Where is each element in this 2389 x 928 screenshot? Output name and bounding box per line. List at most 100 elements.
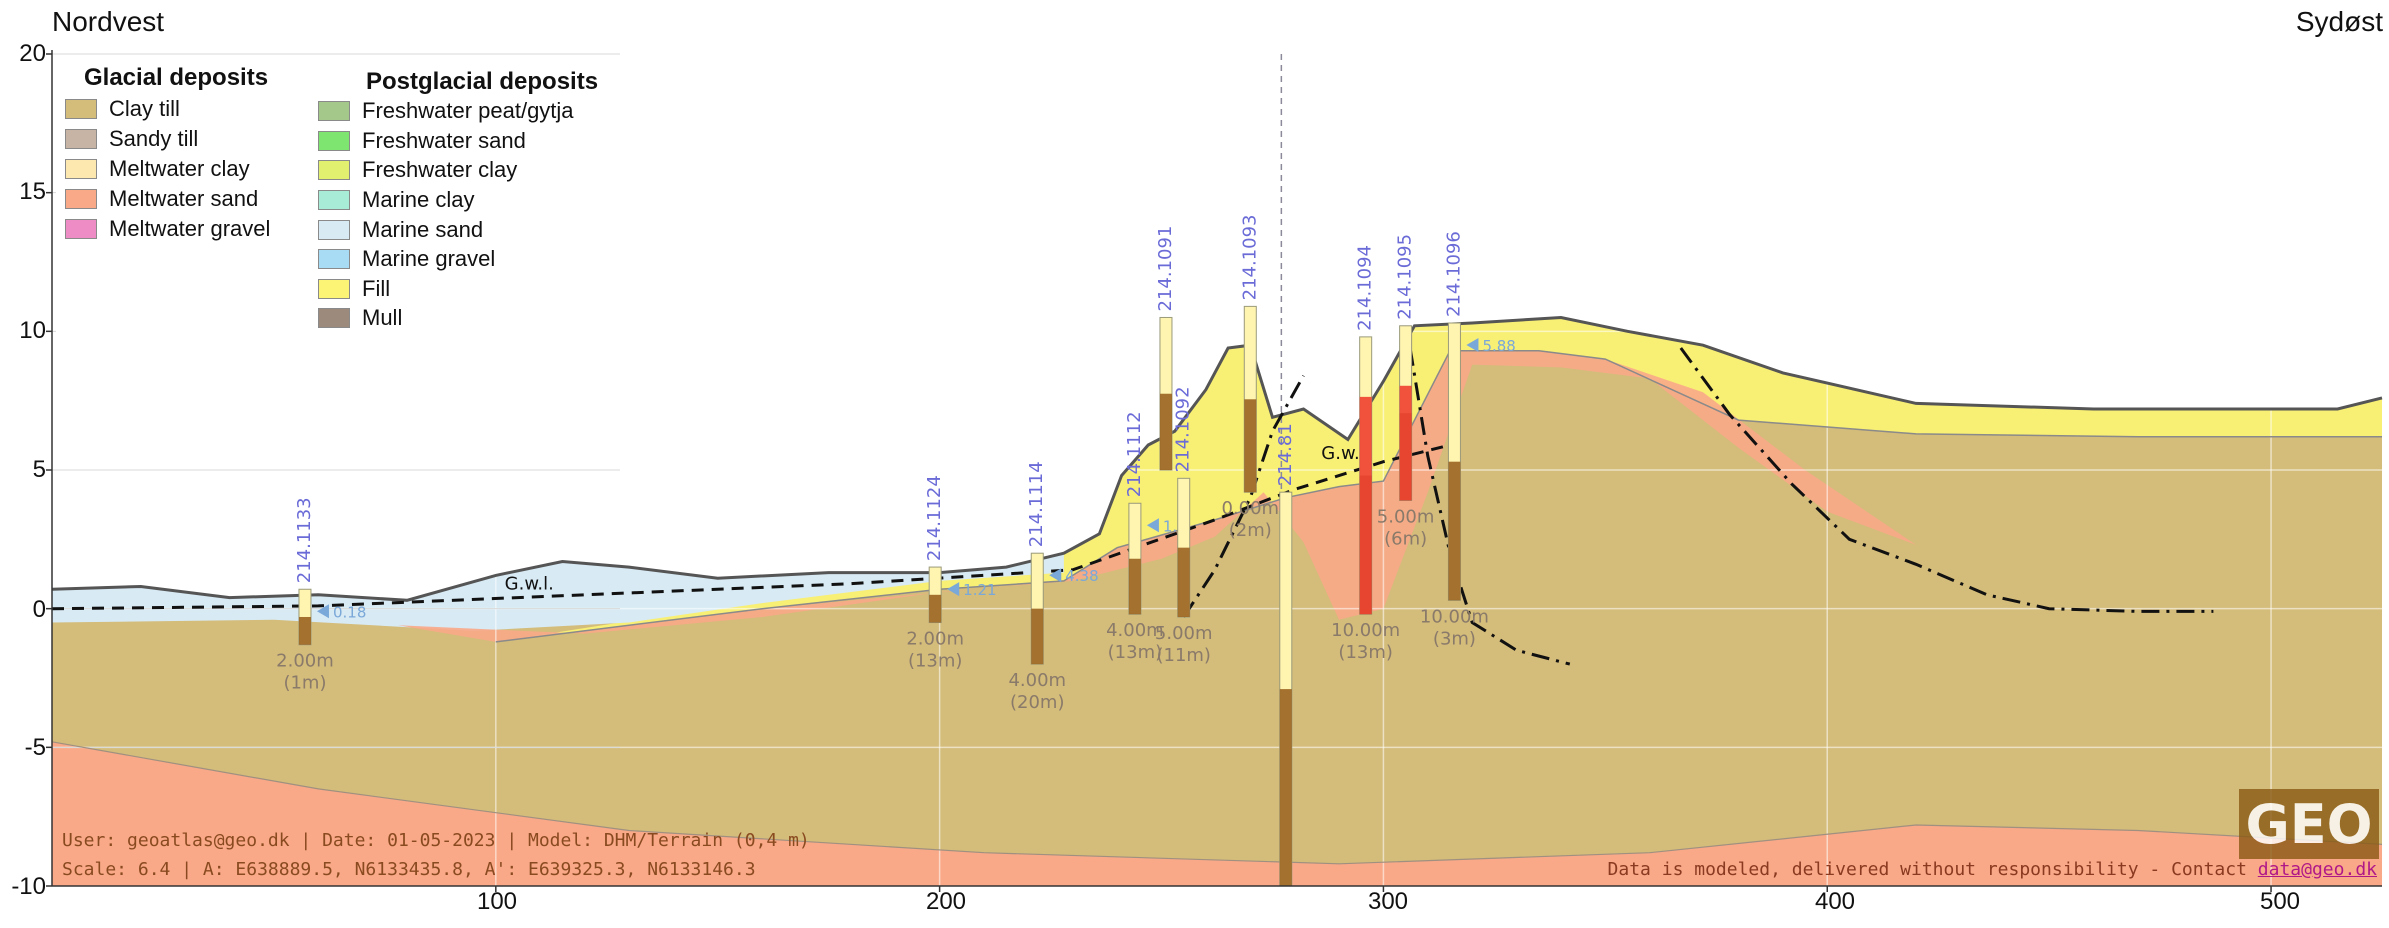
legend-swatch	[318, 220, 350, 240]
legend-label: Marine gravel	[362, 246, 496, 271]
footer-user-info: User: geoatlas@geo.dk | Date: 01-05-2023…	[62, 830, 810, 851]
legend-label: Meltwater gravel	[109, 216, 271, 241]
borehole-id: 214.1095	[1395, 234, 1416, 320]
legend-swatch	[318, 308, 350, 328]
y-tick-label: -10	[11, 873, 46, 900]
y-tick-label: 15	[19, 178, 46, 205]
legend-swatch	[65, 159, 97, 179]
legend-swatch	[318, 279, 350, 299]
borehole-red-segment	[1399, 385, 1412, 501]
borehole-depth: 4.00m	[1106, 620, 1164, 641]
borehole-id: 214.1096	[1443, 231, 1464, 317]
dashdot-boundary	[1408, 347, 1571, 666]
borehole-distance: (6m)	[1384, 529, 1427, 550]
geo-logo: GEO	[2239, 789, 2379, 859]
y-tick-label: 0	[32, 596, 46, 623]
borehole-depth: 2.00m	[906, 629, 964, 650]
water-level-marker	[1049, 568, 1062, 583]
legend-label: Mull	[362, 305, 403, 330]
borehole-lower-segment	[1177, 547, 1190, 617]
terrain-line	[51, 315, 2383, 602]
borehole-id: 214.1133	[294, 497, 315, 583]
legend-swatch	[318, 131, 350, 151]
x-tick-label: 200	[925, 888, 967, 915]
credit-text: Data is modeled, delivered without respo…	[1607, 859, 2247, 880]
x-tick-label: 500	[2259, 888, 2301, 915]
borehole-depth: 0.00m	[1221, 498, 1279, 519]
borehole-id: 214.1124	[924, 475, 945, 561]
borehole-id: 214.1114	[1026, 461, 1047, 547]
y-tick-label: -5	[24, 734, 46, 761]
borehole-depth: 5.00m	[1155, 623, 1213, 644]
legend-item: Marine clay	[318, 187, 474, 213]
legend-item: Marine sand	[318, 217, 483, 243]
dashdot-boundary	[1679, 347, 2214, 613]
legend-item: Mull	[318, 305, 402, 331]
x-tick-label: 100	[476, 888, 518, 915]
legend-item: Sandy till	[65, 126, 198, 152]
borehole-lower-segment	[1159, 393, 1172, 470]
layer-boundary	[51, 741, 2383, 865]
borehole-red-segment	[1359, 396, 1372, 615]
borehole-distance: (2m)	[1229, 520, 1272, 541]
groundwater-line	[51, 443, 1451, 611]
water-level-marker	[1466, 338, 1479, 353]
water-level-value: 4.38	[1065, 567, 1098, 585]
legend-swatch	[65, 129, 97, 149]
gwl-label: G.w.l.	[1321, 443, 1370, 464]
legend-item: Marine gravel	[318, 246, 495, 272]
borehole-lower-segment	[1244, 399, 1257, 493]
water-level-value: 5.88	[1482, 337, 1515, 355]
legend-glacial-title: Glacial deposits	[84, 64, 269, 91]
legend-label: Marine clay	[362, 187, 475, 212]
borehole-id: 214.1092	[1173, 386, 1194, 472]
y-tick-label: 10	[19, 317, 46, 344]
borehole-id: 214.1091	[1155, 226, 1176, 312]
legend-swatch	[65, 99, 97, 119]
borehole-depth: 5.00m	[1377, 507, 1435, 528]
borehole-distance: (11m)	[1156, 645, 1210, 666]
legend-item: Meltwater gravel	[65, 216, 270, 242]
x-tick-label: 400	[1814, 888, 1856, 915]
legend-swatch	[65, 219, 97, 239]
water-level-marker	[947, 582, 960, 597]
borehole-depth: 2.00m	[276, 651, 334, 672]
meltwater-sand-lower	[52, 741, 2382, 886]
legend-label: Freshwater clay	[362, 157, 518, 182]
legend-label: Sandy till	[109, 126, 199, 151]
borehole-id: 214.81	[1275, 423, 1296, 486]
contact-email-link[interactable]: data@geo.dk	[2257, 859, 2377, 880]
legend-swatch	[318, 190, 350, 210]
legend-label: Clay till	[109, 96, 180, 121]
legend: Glacial deposits Clay till Sandy till Me…	[56, 58, 622, 341]
borehole-lower-segment	[1128, 558, 1141, 615]
legend-swatch	[318, 101, 350, 121]
dashdot-boundary	[1182, 374, 1305, 618]
clay-till-body	[52, 317, 2382, 886]
borehole-lower-segment	[1448, 461, 1461, 601]
footer-scale-info: Scale: 6.4 | A: E638889.5, N6133435.8, A…	[62, 859, 756, 880]
direction-right: Sydøst	[2295, 6, 2383, 37]
borehole-lower-segment	[1031, 608, 1044, 665]
borehole-depth: 10.00m	[1331, 620, 1400, 641]
direction-left: Nordvest	[52, 6, 165, 37]
legend-label: Marine sand	[362, 217, 484, 242]
water-level-marker	[316, 604, 329, 619]
borehole-distance: (13m)	[908, 651, 962, 672]
water-level-value: 0.18	[333, 603, 366, 621]
footer-credit: Data is modeled, delivered without respo…	[1608, 859, 2377, 880]
borehole-depth: 4.00m	[1008, 670, 1066, 691]
legend-label: Freshwater peat/gytja	[362, 98, 574, 123]
borehole-id: 214.1094	[1355, 245, 1376, 331]
legend-label: Freshwater sand	[362, 128, 526, 153]
legend-item: Freshwater sand	[318, 128, 526, 154]
borehole-lower-segment	[929, 594, 942, 623]
legend-label: Meltwater clay	[109, 156, 250, 181]
y-tick-label: 5	[32, 456, 46, 483]
borehole-distance: (13m)	[1338, 642, 1392, 663]
legend-item: Fill	[318, 276, 390, 302]
legend-item: Freshwater peat/gytja	[318, 98, 574, 124]
borehole-lower-segment	[1279, 689, 1292, 886]
